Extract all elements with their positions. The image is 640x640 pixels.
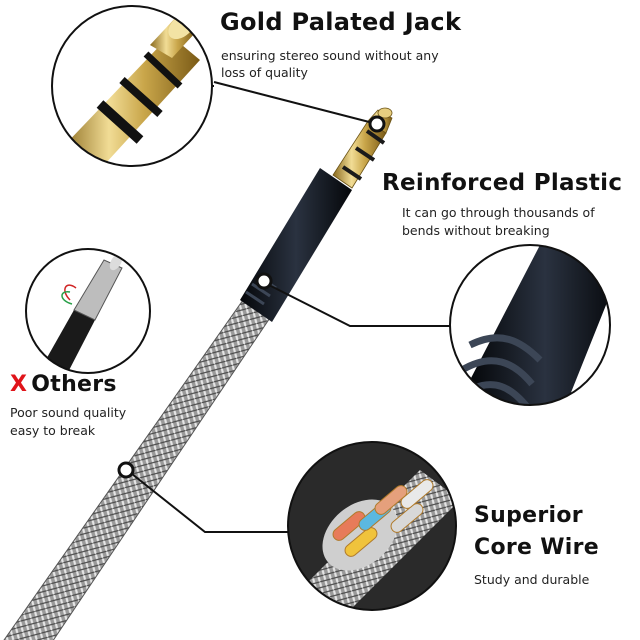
others-cable-zoom bbox=[25, 248, 151, 374]
reinforced-plastic-desc-line-2: bends without breaking bbox=[402, 223, 550, 238]
core-wire-desc: Study and durable bbox=[474, 572, 590, 587]
reinforced-plastic-title: Reinforced Plastic bbox=[382, 170, 623, 196]
others-desc-line-2: easy to break bbox=[10, 423, 96, 438]
gold-jack bbox=[332, 107, 393, 189]
gold-jack-title: Gold Palated Jack bbox=[220, 8, 462, 36]
reinforced-plastic-desc-line-1: It can go through thousands of bbox=[402, 205, 595, 220]
plastic-zoom bbox=[449, 244, 611, 406]
gold-jack-desc-line-1: ensuring stereo sound without any bbox=[221, 48, 439, 63]
core-wire-title: Superior Core Wire bbox=[474, 500, 599, 564]
x-mark: X bbox=[10, 372, 28, 397]
others-title: Others bbox=[31, 372, 117, 397]
leader-lines bbox=[126, 81, 450, 533]
core-wire-title-line-2: Core Wire bbox=[474, 535, 599, 560]
others-desc-line-1: Poor sound quality bbox=[10, 405, 127, 420]
gold-jack-zoom bbox=[51, 5, 214, 167]
callout-dots bbox=[117, 115, 386, 479]
core-wire-title-line-1: Superior bbox=[474, 503, 583, 528]
gold-jack-desc-line-2: loss of quality bbox=[221, 65, 308, 80]
core-wire-zoom bbox=[287, 441, 457, 611]
